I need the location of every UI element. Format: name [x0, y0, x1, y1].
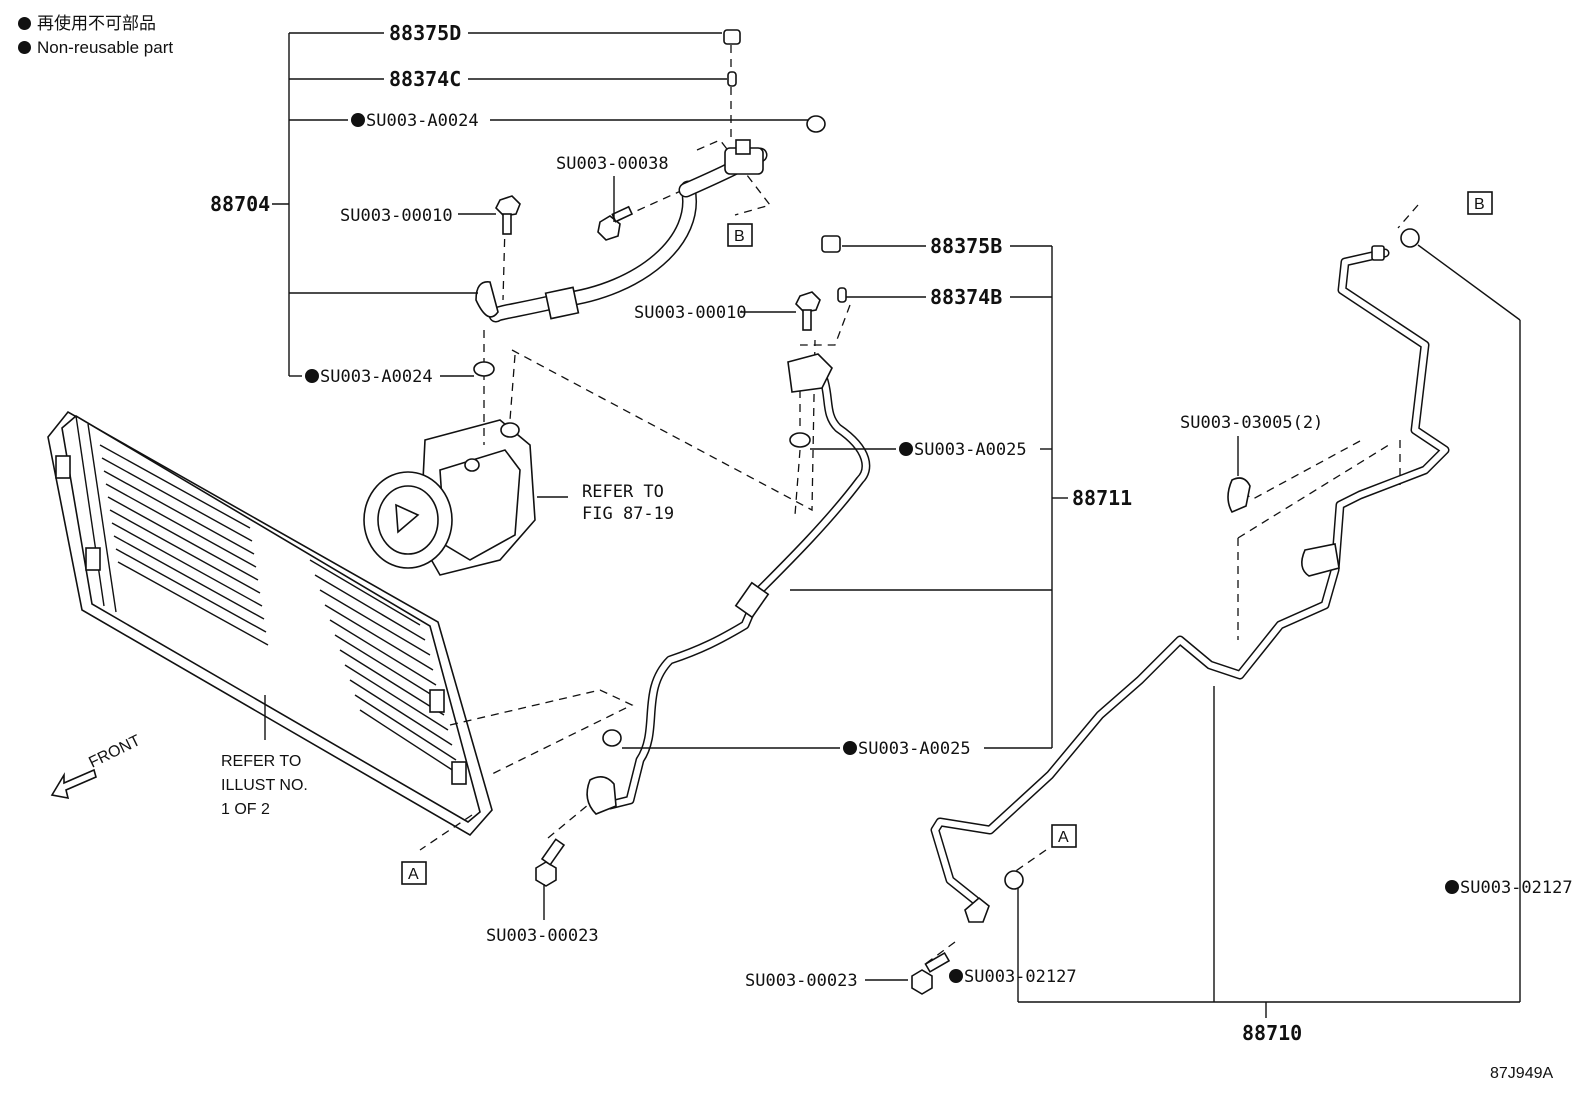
refer-illust-line2[interactable]: ILLUST NO. [221, 777, 308, 794]
non-reusable-dot-icon [18, 41, 31, 54]
label-88374C[interactable]: 88374C [389, 67, 461, 91]
front-arrow-icon [50, 768, 97, 800]
refer-fig-line2[interactable]: FIG 87-19 [582, 504, 674, 524]
svg-text:A: A [408, 866, 419, 883]
non-reusable-dot-icon [949, 969, 963, 983]
box-b-left: B [727, 223, 753, 247]
legend: 再使用不可部品 Non-reusable part [18, 12, 173, 60]
label-su003-00010-b[interactable]: SU003-00010 [634, 303, 747, 323]
oring-top[interactable] [806, 115, 826, 133]
refer-illust-line3: 1 OF 2 [221, 801, 270, 818]
box-a-right: A [1051, 824, 1077, 848]
oring-left[interactable] [473, 361, 495, 377]
hose-88711[interactable] [586, 353, 871, 815]
valve-core-88374B[interactable] [837, 287, 847, 303]
bolt-su003-00023-b[interactable] [911, 951, 951, 995]
bolt-su003-00010-a[interactable] [495, 195, 521, 235]
non-reusable-dot-icon [305, 369, 319, 383]
condenser-fins [99, 444, 461, 776]
box-a-left: A [401, 861, 427, 885]
label-su003-02127-a[interactable]: SU003-02127 [964, 967, 1077, 987]
refer-illust-line1: REFER TO [221, 753, 301, 770]
bolt-su003-00023-a[interactable] [535, 838, 566, 887]
label-su003-a0024-top[interactable]: SU003-A0024 [366, 111, 479, 131]
svg-text:B: B [734, 228, 745, 245]
label-su003-00023-b[interactable]: SU003-00023 [745, 971, 858, 991]
label-88375B[interactable]: 88375B [930, 234, 1002, 258]
cap-88375B[interactable] [821, 235, 841, 253]
valve-core-88374C[interactable] [727, 71, 737, 87]
label-su003-00038[interactable]: SU003-00038 [556, 154, 669, 174]
condenser[interactable] [47, 410, 493, 837]
hose-88704[interactable] [475, 139, 768, 323]
label-88711[interactable]: 88711 [1072, 486, 1132, 510]
bolt-su003-00038[interactable] [597, 205, 634, 241]
pipe-88710[interactable] [930, 245, 1450, 923]
label-88710[interactable]: 88710 [1242, 1021, 1302, 1045]
leader-lines [272, 32, 1521, 1018]
label-su003-00010-a[interactable]: SU003-00010 [340, 206, 453, 226]
svg-text:A: A [1058, 829, 1069, 846]
non-reusable-dot-icon [1445, 880, 1459, 894]
non-reusable-dot-icon [18, 17, 31, 30]
oring-b[interactable] [1400, 228, 1420, 248]
non-reusable-dot-icon [843, 741, 857, 755]
legend-text-jp: 再使用不可部品 [37, 14, 156, 33]
oring-mid[interactable] [789, 432, 811, 448]
legend-item-en: Non-reusable part [18, 36, 173, 60]
non-reusable-dot-icon [351, 113, 365, 127]
figure-number: 87J949A [1490, 1065, 1553, 1082]
non-reusable-dot-icon [899, 442, 913, 456]
compressor[interactable] [363, 419, 536, 576]
bolt-su003-00010-b[interactable] [795, 291, 821, 331]
label-88374B[interactable]: 88374B [930, 285, 1002, 309]
label-su003-02127-b[interactable]: SU003-02127 [1460, 878, 1573, 898]
label-su003-a0025-top[interactable]: SU003-A0025 [914, 440, 1027, 460]
front-label: FRONT [86, 732, 143, 772]
label-su003-00023-a[interactable]: SU003-00023 [486, 926, 599, 946]
label-su003-a0025-bottom[interactable]: SU003-A0025 [858, 739, 971, 759]
oring-lower[interactable] [602, 729, 622, 747]
label-88704[interactable]: 88704 [210, 192, 270, 216]
dashed-guides [419, 45, 1419, 966]
cap-88375D[interactable] [723, 29, 741, 45]
legend-text-en: Non-reusable part [37, 38, 174, 57]
svg-text:B: B [1474, 196, 1485, 213]
clamp-su003-03005[interactable] [1227, 477, 1251, 514]
label-88375D[interactable]: 88375D [389, 21, 461, 45]
oring-a[interactable] [1004, 870, 1024, 890]
label-su003-03005[interactable]: SU003-03005(2) [1180, 413, 1323, 433]
label-su003-a0024-bottom[interactable]: SU003-A0024 [320, 367, 433, 387]
legend-item-jp: 再使用不可部品 [18, 12, 173, 36]
box-b-right: B [1467, 191, 1493, 215]
refer-fig-line1: REFER TO [582, 482, 664, 502]
